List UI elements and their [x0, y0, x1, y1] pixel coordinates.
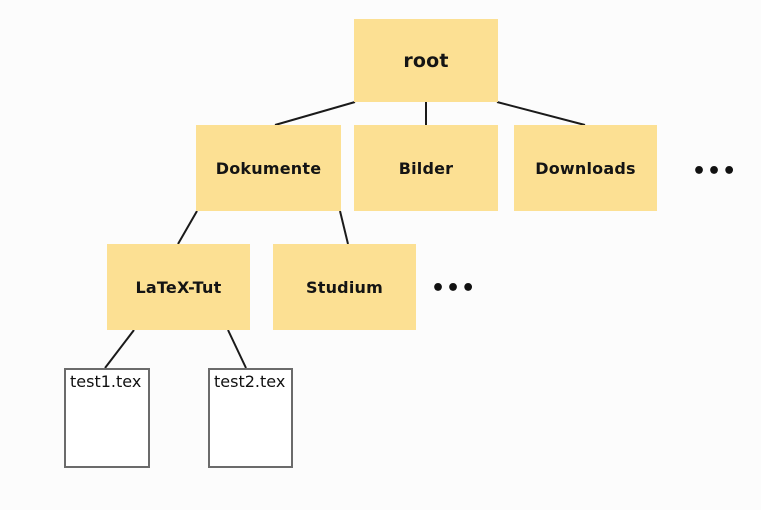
edge-root-to-downloads — [496, 101, 586, 126]
file-node-test2[interactable]: test2.tex — [208, 368, 293, 468]
node-label-test2: test2.tex — [214, 372, 286, 391]
folder-node-latextut[interactable]: LaTeX-Tut — [107, 244, 250, 330]
folder-node-studium[interactable]: Studium — [273, 244, 416, 330]
node-label-dokumente: Dokumente — [215, 158, 322, 178]
folder-node-dokumente[interactable]: Dokumente — [196, 125, 341, 211]
node-label-studium: Studium — [306, 277, 383, 297]
edge-root-to-dokumente — [274, 101, 356, 126]
node-label-test1: test1.tex — [70, 372, 142, 391]
edge-dokumente-to-latextut — [177, 210, 198, 245]
folder-node-bilder[interactable]: Bilder — [354, 125, 498, 211]
folder-node-downloads[interactable]: Downloads — [514, 125, 657, 211]
node-label-bilder: Bilder — [398, 158, 454, 178]
ellipsis-level2: ••• — [431, 276, 477, 301]
node-label-latextut: LaTeX-Tut — [135, 277, 222, 297]
node-label-root: root — [403, 49, 449, 72]
edge-latextut-to-test2 — [227, 329, 247, 369]
edge-latextut-to-test1 — [104, 329, 135, 369]
folder-node-root[interactable]: root — [354, 19, 498, 102]
ellipsis-level1: ••• — [692, 159, 738, 184]
edge-dokumente-to-studium — [339, 210, 349, 245]
file-node-test1[interactable]: test1.tex — [64, 368, 150, 468]
node-label-downloads: Downloads — [535, 158, 636, 178]
